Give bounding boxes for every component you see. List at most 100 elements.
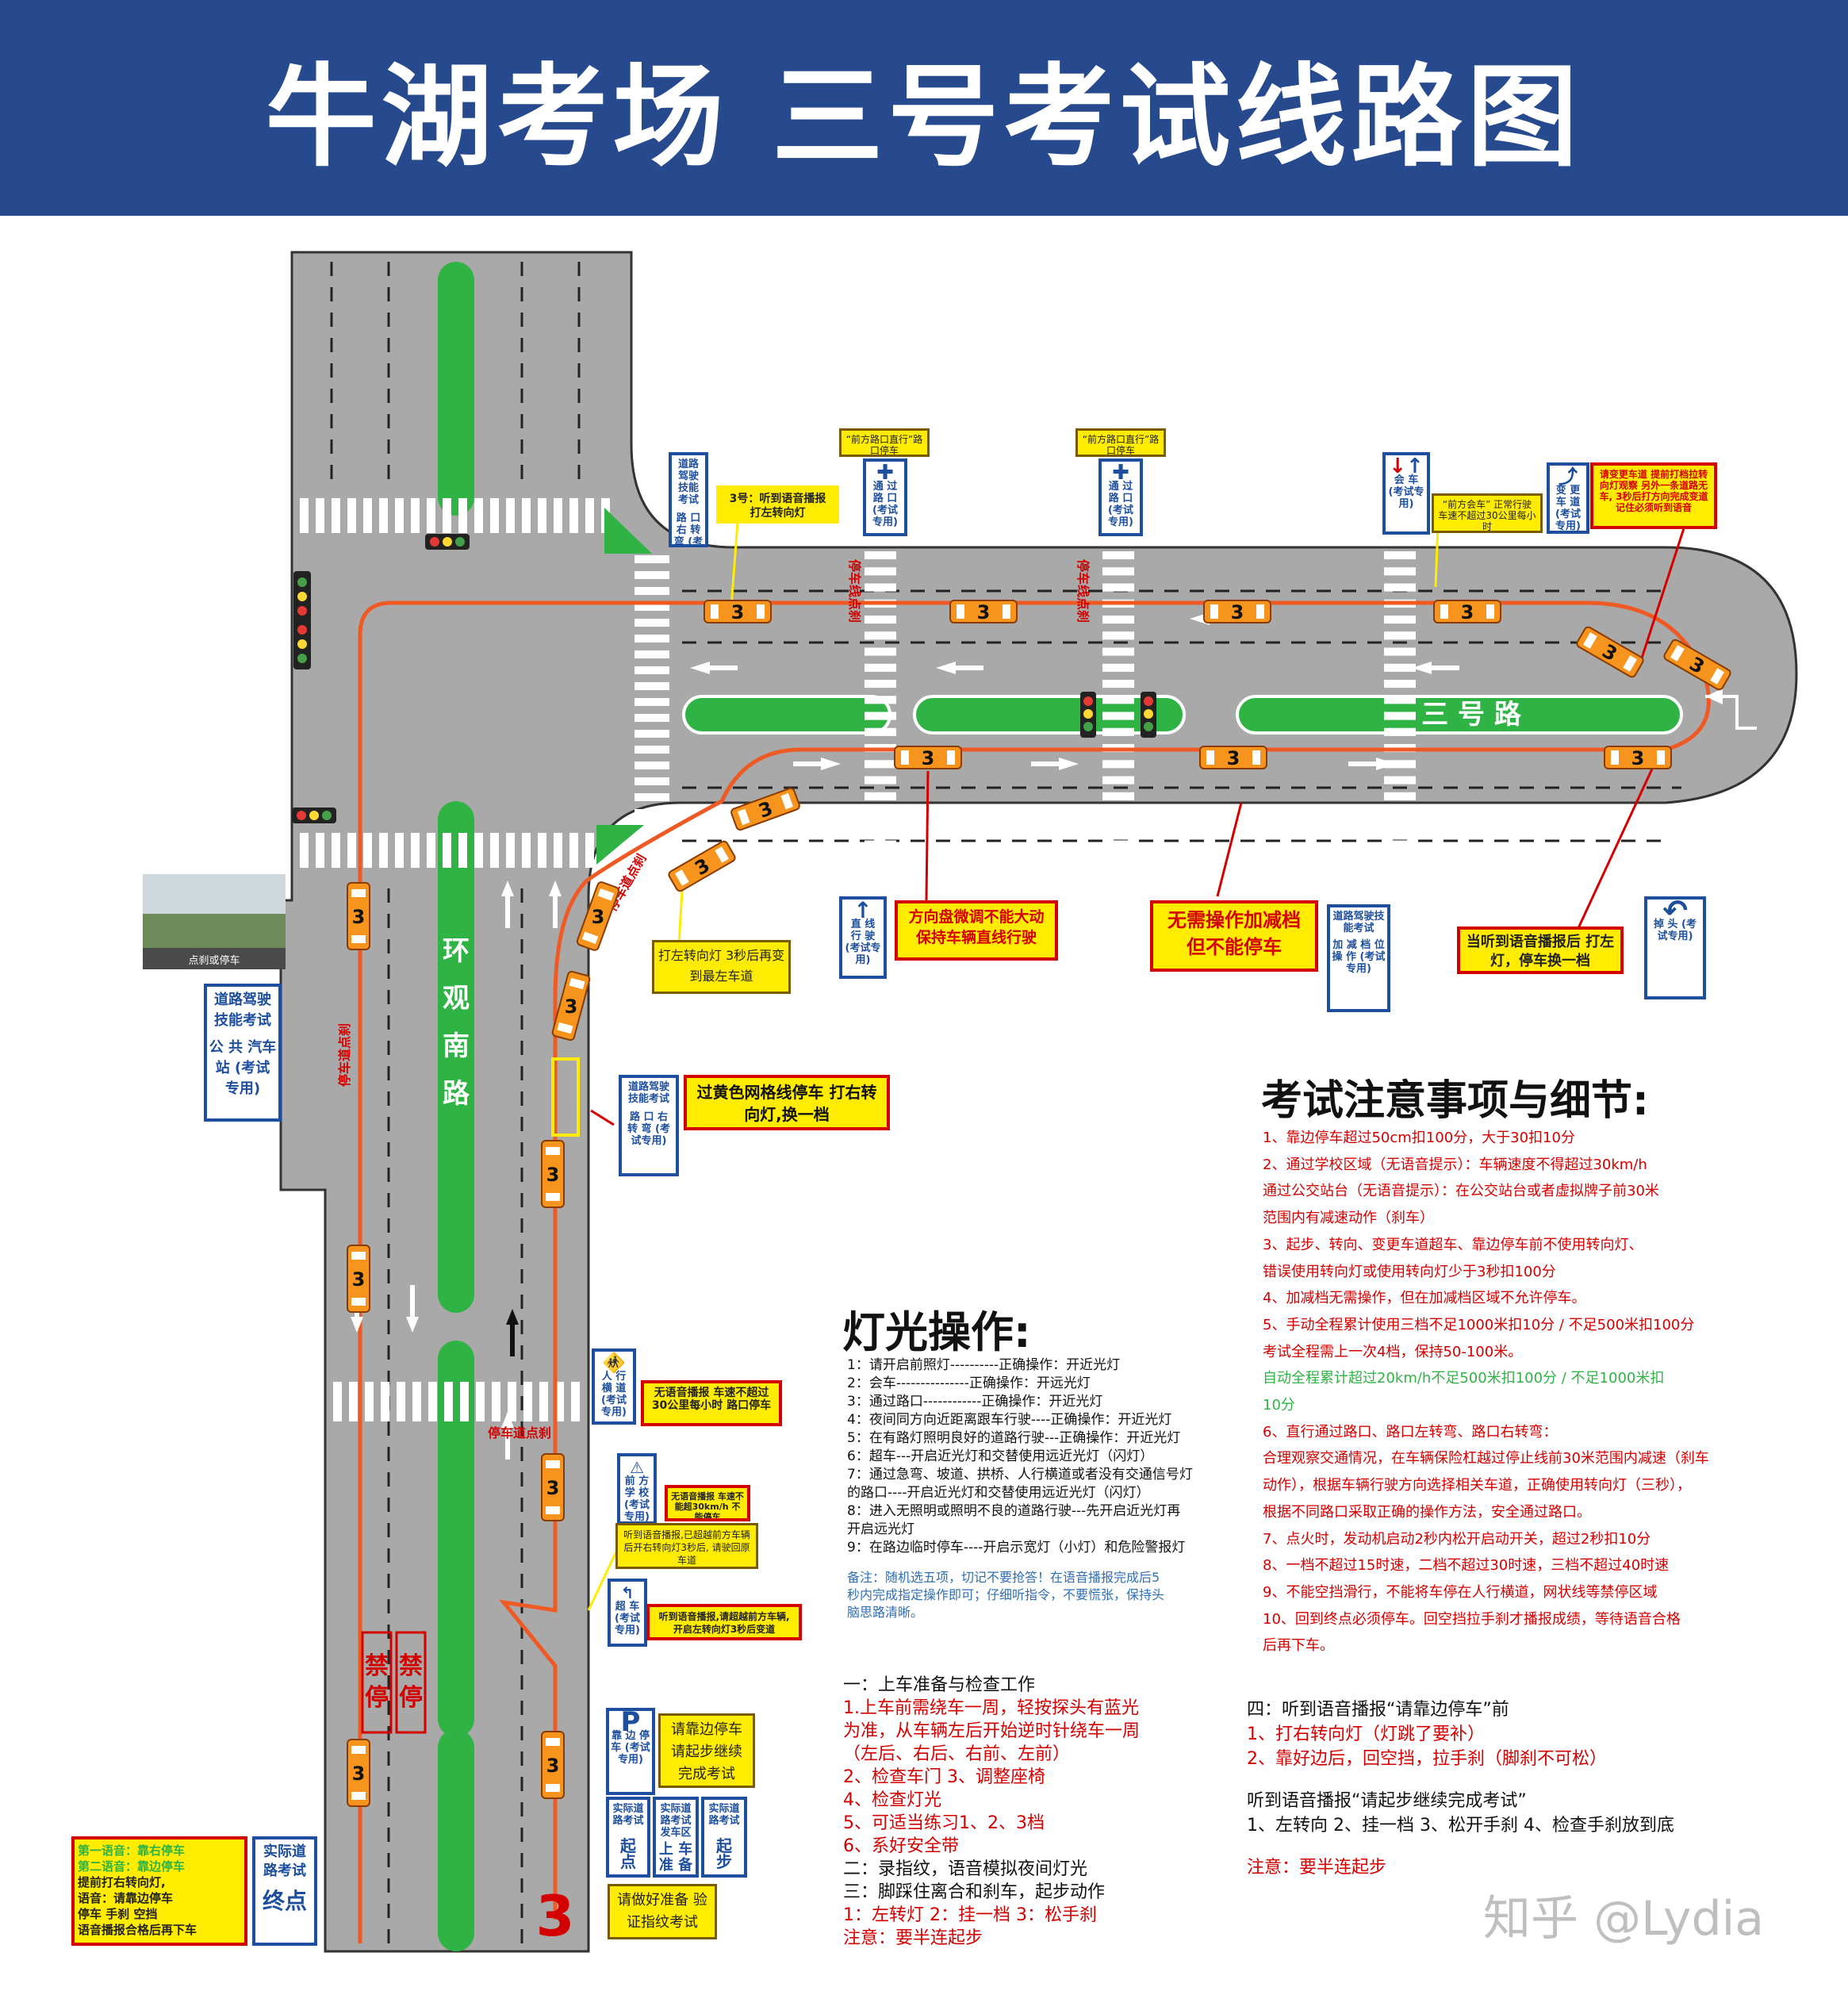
callout-overtake2: 听到语音播报,请超越前方车辆, 开启左转向灯3秒后变道	[646, 1604, 802, 1640]
crosswalk	[635, 555, 669, 865]
sign-crosswalk: 🚸 人 行 横 道 (考试专用)	[592, 1348, 636, 1425]
sign-start-3: 实际道路考试 起 步	[701, 1797, 747, 1878]
sign-school: ⚠ 前 方 学 校 (考试专用)	[617, 1453, 657, 1525]
exam-car: 3	[1203, 600, 1271, 623]
callout-uturn: 当听到语音播报后 打左灯，停车换一档	[1457, 926, 1624, 974]
exam-car: 3	[347, 1245, 370, 1313]
yellow-grid	[551, 1057, 580, 1137]
median-vertical	[438, 801, 474, 1313]
prep-section: 一：上车准备与检查工作 1.上车前需绕车一周，轻按探头有蓝光 为准，从车辆左后开…	[843, 1675, 1141, 1948]
svg-text:3: 3	[1227, 747, 1240, 769]
lights-list: 1：请开启前照灯----------正确操作：开近光灯 2：会车--------…	[847, 1357, 1193, 1556]
sign-bus-stop: 道路驾驶技能考试 公 共 汽车站 (考试专用)	[204, 984, 282, 1122]
lane-markings-h	[682, 589, 1681, 842]
svg-text:3: 3	[1231, 601, 1244, 623]
forbid-2b: 停	[399, 1684, 423, 1712]
median-h3	[1236, 695, 1683, 735]
callout-overtake1: 听到语音播报,已超越前方车辆 后开右转向灯3秒后, 请驶回原车道	[615, 1523, 758, 1569]
exam-car: 3	[1576, 626, 1644, 678]
svg-text:3: 3	[565, 996, 578, 1018]
stop-label-1: 停车线点刹	[847, 559, 862, 623]
exam-car: 3	[894, 746, 962, 769]
svg-text:点刹或停车: 点刹或停车	[188, 954, 240, 967]
exam-car: 3	[1433, 600, 1501, 623]
sign-meet: ↓↑ 会 车 (考试专用)	[1382, 452, 1430, 535]
median-south	[438, 1341, 474, 1737]
exam-car: 3	[541, 1731, 565, 1799]
callout-pointers	[590, 523, 1687, 1126]
stop-label-5: 停车道点刹	[337, 1023, 352, 1087]
median-h2	[913, 695, 1186, 735]
sign-straight2: ✚ 通 过 路 口 (考试专用)	[1098, 458, 1143, 536]
sign-start-1: 实际道路考试 起 点	[606, 1797, 650, 1878]
sign-top-straight2: “前方路口直行”路口停车	[1075, 428, 1166, 457]
exam-car: 3	[347, 882, 370, 950]
stop-label-2: 停车线点刹	[1075, 559, 1091, 623]
exam-car: 3	[551, 970, 591, 1042]
svg-text:3: 3	[1461, 601, 1474, 623]
callout-no-voice: 无语音播报 车速不超过30公里每小时 路口停车	[641, 1380, 782, 1426]
exam-car: 3	[949, 600, 1018, 623]
svg-text:3: 3	[352, 1763, 366, 1785]
lane-markings-v	[330, 262, 581, 1943]
forbid-2a: 禁	[399, 1652, 423, 1680]
svg-text:3: 3	[546, 1755, 560, 1777]
exam-car: 3	[1663, 639, 1731, 691]
svg-text:3: 3	[352, 906, 366, 928]
exam-car: 3	[704, 600, 772, 623]
sign-overtake: ↰ 超 车 (考试专用)	[608, 1579, 647, 1647]
svg-text:南: 南	[443, 1030, 470, 1062]
svg-text:3: 3	[1631, 747, 1645, 769]
exam-car: 3	[730, 787, 800, 831]
sign-right-turn-2: 道路驾驶技能考试 路 口 右 转 弯 (考试专用)	[619, 1075, 679, 1176]
exam-car: 3	[576, 881, 620, 951]
sign-right-turn-top: 道路驾驶技能考试 路 口 右 转 弯 (考试专用)	[669, 452, 708, 547]
callout-left-turn: 打左转向灯 3秒后再变到最左车道	[652, 940, 791, 994]
traffic-lights	[292, 534, 1156, 823]
sign-end: 实际道路考试 终点	[252, 1836, 317, 1946]
road-name-horizontal: 三 号 路	[1421, 699, 1522, 731]
exam-car: 3	[541, 1140, 565, 1208]
sign-go-straight: ↑ 直 线 行 驶 (考试专用)	[839, 896, 887, 979]
corner-flag-2	[596, 825, 644, 865]
roadside-photo: 点刹或停车	[143, 874, 286, 969]
svg-text:3: 3	[546, 1164, 560, 1186]
route-line	[358, 600, 1711, 1943]
corner-flag-1	[604, 508, 652, 554]
svg-text:3: 3	[731, 601, 745, 623]
stop-label-4: 停车道点刹	[488, 1425, 551, 1441]
sign-uturn: ↶ 掉 头 (考试专用)	[1644, 896, 1706, 999]
callout-steer: 方向盘微调不能大动 保持车辆直线行驶	[895, 900, 1058, 961]
crosswalk	[333, 1382, 580, 1421]
notes-list: 1、靠边停车超过50cm扣100分，大于30扣10分 2、通过学校区域（无语音提…	[1263, 1130, 1709, 1655]
sign-top-straight1: “前方路口直行”路口停车	[839, 428, 930, 457]
exam-car: 3	[1604, 746, 1672, 769]
sign-pull-over: P 靠 边 停 车 (考试专用)	[606, 1708, 655, 1795]
lights-note: 备注：随机选五项，切记不要抢答！在语音播报完成后5 秒内完成指定操作即可；仔细听…	[847, 1570, 1165, 1620]
callout-noop: 无需操作加减档 但不能停车	[1150, 900, 1318, 972]
forbid-1b: 停	[365, 1684, 389, 1712]
forbid-1a: 禁	[365, 1652, 389, 1680]
watermark: 知乎 @Lydia	[1483, 1891, 1765, 1947]
sign-straight1: ✚ 通 过 路 口 (考试专用)	[863, 458, 907, 536]
sign-accel: 道路驾驶技能考试 加 减 档 位 操 作 (考试专用)	[1327, 904, 1390, 1012]
median-north	[438, 262, 474, 516]
forbidden-zones	[361, 1631, 427, 1734]
notes-title: 考试注意事项与细节:	[1261, 1077, 1649, 1125]
svg-text:3: 3	[546, 1477, 560, 1499]
svg-text:3: 3	[592, 906, 605, 928]
sign-start-2: 实际道路考试 发车区 上 车 准 备	[653, 1797, 699, 1878]
callout-grid: 过黄色网格线停车 打右转向灯,换一档	[684, 1075, 890, 1130]
exam-car: 3	[347, 1739, 370, 1807]
svg-text:3: 3	[922, 747, 935, 769]
svg-text:3: 3	[977, 601, 991, 623]
callout-school: 无语音播报 车速不能超30km/h 不能停车	[665, 1485, 750, 1521]
svg-text:3: 3	[352, 1268, 366, 1291]
svg-text:环: 环	[443, 935, 470, 967]
lights-title: 灯光操作:	[842, 1307, 1031, 1357]
exam-car: 3	[541, 1453, 565, 1521]
callout-meet: “前方会车” 正常行驶 车速不超过30公里每小时	[1432, 493, 1543, 533]
pull-over-section: 四：听到语音播报“请靠边停车”前 1、打右转向灯（灯跳了要补） 2、靠好边后，回…	[1247, 1700, 1674, 1878]
exam-car: 3	[1199, 746, 1267, 769]
callout-voices: 第一语音：靠右停车 第二语音：靠边停车 提前打右转向灯, 语音：请靠边停车 停车…	[71, 1836, 247, 1946]
